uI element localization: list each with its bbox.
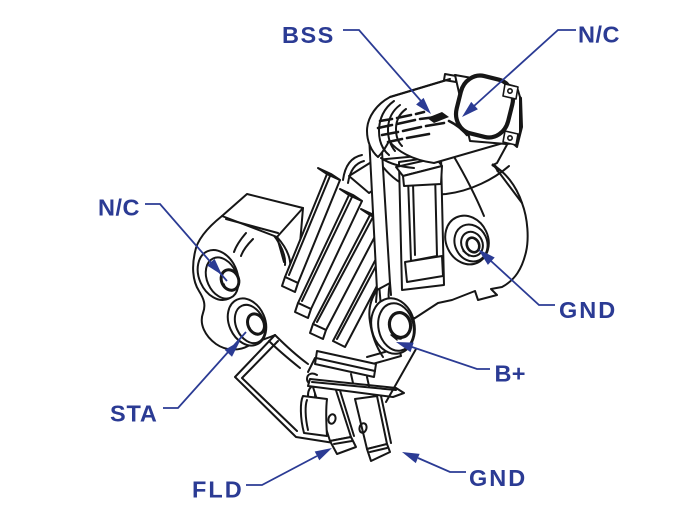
svg-text:BSS: BSS	[282, 22, 335, 48]
svg-text:GND: GND	[469, 465, 527, 491]
svg-text:GND: GND	[559, 297, 617, 323]
svg-text:FLD: FLD	[192, 477, 244, 503]
svg-text:STA: STA	[110, 401, 158, 427]
svg-text:N/C: N/C	[578, 22, 620, 48]
svg-text:B+: B+	[495, 361, 526, 387]
svg-text:N/C: N/C	[98, 195, 140, 221]
